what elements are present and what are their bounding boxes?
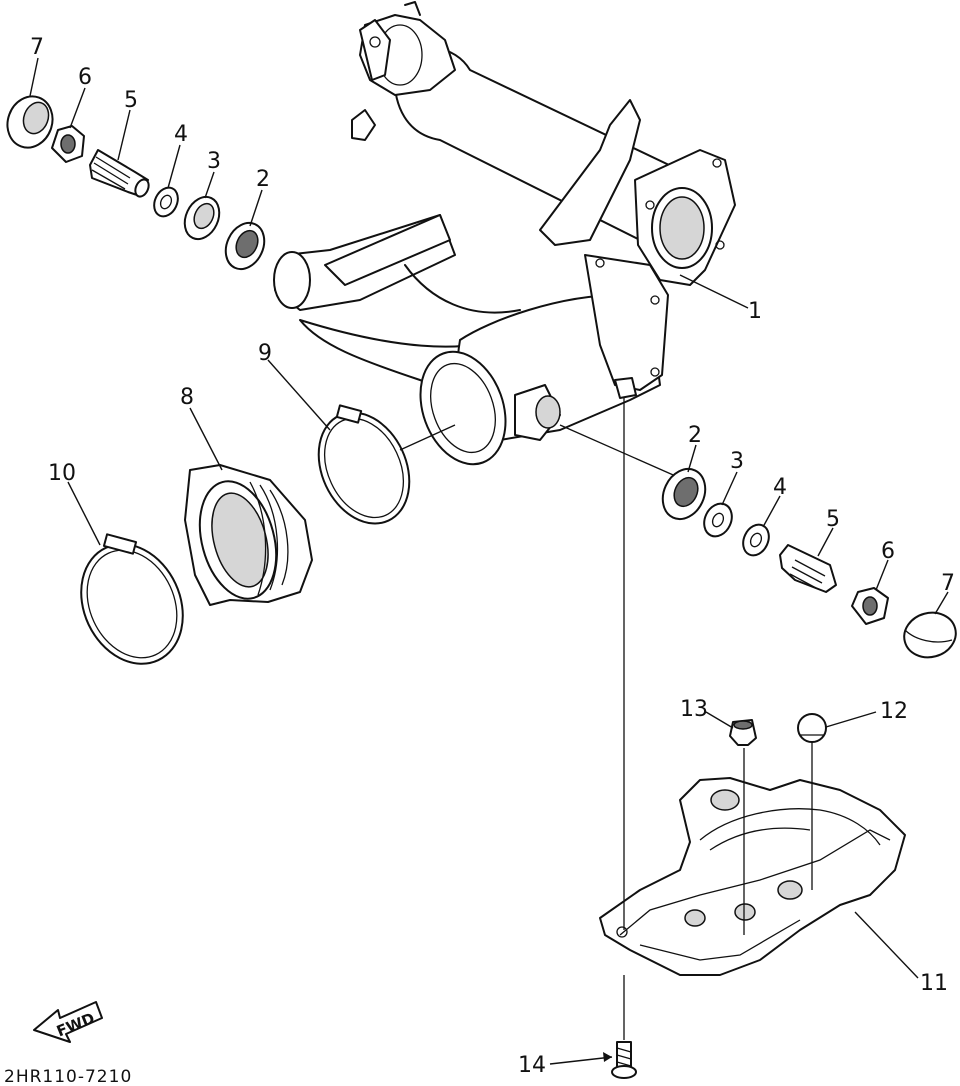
- protector-plate: [599, 398, 906, 1079]
- nut-left: [51, 125, 85, 163]
- nut-12: [797, 713, 827, 743]
- right-bearing-set: [559, 424, 957, 659]
- cap-right: [903, 611, 957, 659]
- washer-right: [742, 523, 770, 557]
- callout-8: 8: [180, 385, 194, 410]
- callout-3-right: 3: [730, 449, 744, 474]
- callout-1: 1: [748, 299, 762, 324]
- bearing-left: [224, 221, 266, 271]
- boot-and-bands: [80, 404, 456, 665]
- part-number-labels: 7 6 5 4 3 2 1 9 8 10 2 3 4 5 6 7 13 12 1…: [30, 35, 955, 1078]
- callout-6-right: 6: [881, 539, 895, 564]
- callout-10: 10: [48, 461, 76, 486]
- callout-12: 12: [880, 699, 908, 724]
- callout-5-right: 5: [826, 507, 840, 532]
- callout-14: 14: [518, 1053, 546, 1078]
- band-upper: [317, 404, 456, 525]
- callout-4-right: 4: [773, 475, 787, 500]
- pivot-shaft-left: [89, 149, 150, 198]
- callout-11: 11: [920, 971, 948, 996]
- bolt-14: [611, 1041, 637, 1079]
- callout-5-left: 5: [124, 88, 138, 113]
- callout-13: 13: [680, 697, 708, 722]
- left-bearing-set: [6, 95, 266, 271]
- callout-3-left: 3: [207, 149, 221, 174]
- leader-lines: [29, 57, 949, 1065]
- callout-9: 9: [258, 341, 272, 366]
- bearing-right: [661, 467, 707, 521]
- band-lower: [80, 533, 184, 665]
- callout-2-right: 2: [688, 423, 702, 448]
- nut-right: [851, 587, 889, 625]
- rear-arm-swingarm: [273, 1, 736, 466]
- washer-left: [153, 186, 179, 218]
- callout-2-left: 2: [256, 167, 270, 192]
- drawing-code: 2HR110-7210: [4, 1067, 132, 1086]
- callout-7-left: 7: [30, 35, 44, 60]
- callout-6-left: 6: [78, 65, 92, 90]
- fwd-arrow: FWD: [33, 1001, 103, 1043]
- cap-left: [6, 95, 54, 149]
- pivot-shaft-right: [779, 544, 837, 593]
- callout-7-right: 7: [941, 571, 955, 596]
- rubber-boot: [184, 464, 313, 606]
- callout-4-left: 4: [174, 122, 188, 147]
- oil-seal-left: [183, 195, 221, 241]
- nut-13: [729, 719, 757, 746]
- oil-seal-right: [703, 502, 733, 538]
